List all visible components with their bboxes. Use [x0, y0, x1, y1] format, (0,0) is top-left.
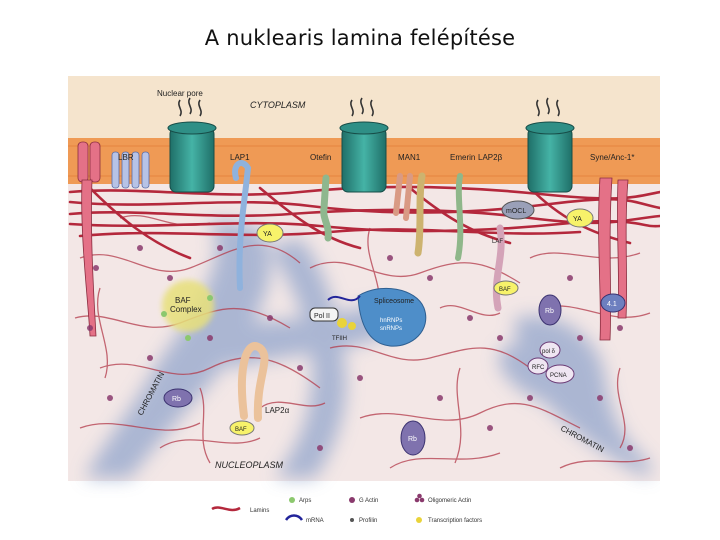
nuclear-pore-3 [525, 97, 575, 193]
legend-g-actin: G Actin [359, 498, 378, 504]
rfc-label: RFC [532, 365, 545, 371]
slide-title: A nuklearis lamina felépítése [204, 26, 516, 50]
legend-mrna-swatch [284, 514, 304, 521]
baf-complex-line-1: BAF [175, 296, 191, 305]
nuclear-lamina-diagram: Nuclear pore CYTOPLASM LBR LAP1 Otefin M… [68, 76, 660, 524]
legend-mrna: mRNA [306, 518, 324, 524]
rnp-line-1: hnRNPs [380, 318, 402, 324]
baf-complex-glow [162, 280, 214, 332]
pold-label: pol δ [542, 349, 556, 355]
laf-protein [492, 224, 505, 312]
membrane-label-syne: Syne/Anc-1* [590, 153, 634, 162]
membrane-label-lap2b: LAP2β [478, 153, 503, 162]
spliceosome-label: Spliceosome [374, 298, 414, 305]
rb-oval-2 [400, 420, 426, 456]
legend-oligomeric-swatch [414, 493, 425, 503]
ya-callout-left [256, 223, 284, 243]
rnp-label: hnRNPs snRNPs [380, 318, 404, 332]
membrane-label-lap1: LAP1 [230, 153, 250, 162]
laf-label: LAF [492, 239, 503, 245]
tfiih-label: TFIIH [332, 336, 347, 342]
baf-label-1: BAF [235, 427, 247, 433]
emerin-protein [414, 172, 426, 257]
ya-callout-right [566, 208, 594, 228]
arps-particles [161, 295, 213, 341]
ya-label-right: YA [573, 216, 582, 223]
ya-label-left: YA [263, 231, 272, 238]
baf-callout-1 [229, 420, 255, 436]
legend-lamins-swatch [211, 506, 241, 512]
rb-label-3: Rb [545, 308, 554, 315]
membrane-label-lbr: LBR [118, 153, 134, 162]
cytoplasm-label: CYTOPLASM [250, 100, 306, 110]
rfc-oval [527, 357, 549, 375]
spliceosome-body [357, 287, 427, 347]
rb-oval-1 [163, 388, 193, 408]
transcription-factor [337, 318, 347, 328]
legend-arps: Arps [299, 498, 311, 504]
pol-ii-label: Pol II [314, 313, 330, 320]
man1-protein [393, 173, 413, 221]
legend-lamins: Lamins [250, 508, 269, 514]
pold-oval [539, 341, 561, 359]
legend-profilin: Profilin [359, 518, 377, 524]
mrna-strand [327, 295, 361, 302]
nucleoplasm-label: NUCLEOPLASM [215, 460, 284, 470]
legend-transcription-factors: Transcription factors [428, 518, 482, 524]
transcription-factor [348, 322, 356, 330]
membrane-label-man1: MAN1 [398, 153, 421, 162]
baf-complex-line-2: Complex [170, 305, 202, 314]
membrane-label-emerin: Emerin [450, 153, 475, 162]
lbr-protein [77, 141, 101, 337]
pcna-label: PCNA [550, 373, 567, 379]
chromatin-shadow [85, 218, 650, 478]
lap2a-label: LAP2α [265, 406, 290, 415]
rb-label-2: Rb [408, 436, 417, 443]
legend-arps-swatch [289, 497, 295, 503]
mocl-blob [501, 200, 535, 220]
rnp-line-2: snRNPs [380, 326, 402, 332]
p41-label: 4.1 [607, 301, 617, 308]
legend-oligomeric-actin: Oligomeric Actin [428, 498, 471, 504]
rb-oval-3 [538, 294, 562, 326]
lap2b-protein [455, 173, 464, 261]
nuclear-pore-2 [339, 97, 389, 193]
lap2a-protein [238, 342, 269, 422]
g-actin-particles [87, 245, 633, 451]
legend-tf-swatch [416, 517, 422, 523]
pol-ii-box [309, 307, 339, 322]
baf-callout-2 [493, 280, 519, 296]
nuclear-pore-1 [167, 97, 217, 193]
lbr-helix [111, 151, 150, 189]
baf-label-2: BAF [499, 287, 511, 293]
rb-label-1: Rb [172, 396, 181, 403]
mocl-label: mOCL [506, 208, 526, 215]
lap1-protein [232, 160, 252, 291]
legend: Lamins Arps G Actin Oligomeric Actin mRN… [211, 493, 482, 524]
p41-oval [600, 293, 626, 313]
legend-gactin-swatch [349, 497, 355, 503]
legend-profilin-swatch [350, 518, 354, 522]
pcna-oval [545, 364, 575, 384]
baf-complex-label: BAF Complex [170, 296, 202, 314]
membrane-label-otefin: Otefin [310, 153, 331, 162]
nuclear-pore-label: Nuclear pore [157, 89, 203, 98]
otefin-protein [320, 174, 332, 242]
